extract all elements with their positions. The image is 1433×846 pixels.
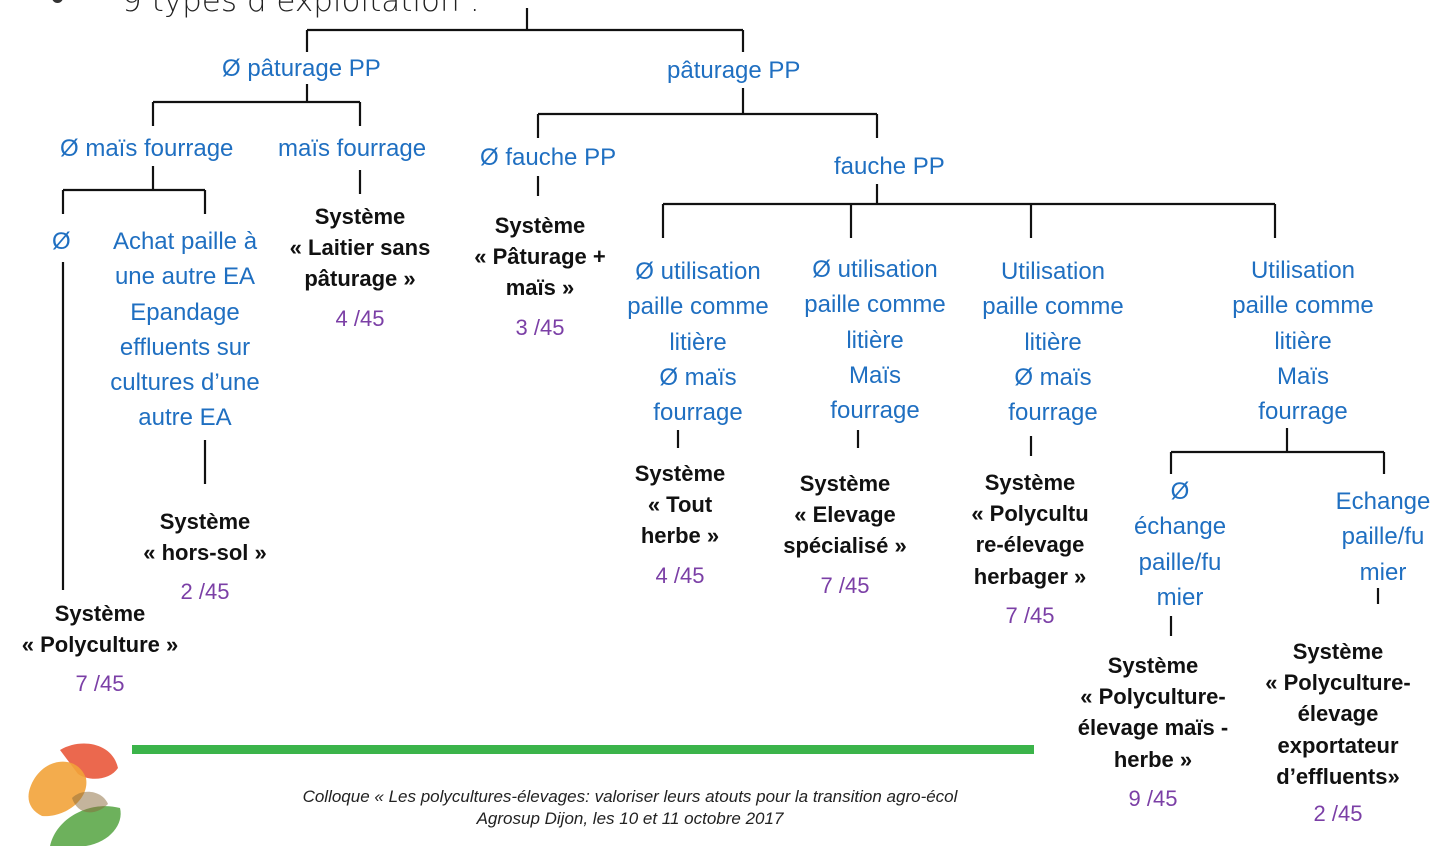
branch-no-mowing: Ø fauche PP xyxy=(480,144,617,171)
system-polyculture: Système« Polyculture » 7 /45 xyxy=(0,598,200,700)
system-count: 3 /45 xyxy=(515,314,565,340)
system-mixed-maize-grass: Système« Polyculture-élevage maïs -herbe… xyxy=(1058,650,1248,814)
colloquium-logo xyxy=(28,743,121,846)
system-pasture-maize: Système« Pâturage +maïs » 3 /45 xyxy=(455,210,625,343)
system-count: 2 /45 xyxy=(180,579,230,605)
footer-line-2: Agrosup Dijon, les 10 et 11 octobre 2017 xyxy=(476,809,784,829)
system-count: 7 /45 xyxy=(1005,602,1055,628)
footer: Colloque « Les polycultures-élevages: va… xyxy=(200,786,1060,830)
system-count: 7 /45 xyxy=(820,572,870,598)
title-bullet xyxy=(52,0,63,3)
branch-mowing: fauche PP xyxy=(834,153,945,180)
system-count: 9 /45 xyxy=(1128,785,1178,811)
branch-pasture: pâturage PP xyxy=(667,57,801,84)
branch-no-maize: Ø maïs fourrage xyxy=(60,135,234,162)
system-count: 2 /45 xyxy=(1313,801,1363,827)
system-count: 7 /45 xyxy=(75,671,125,697)
footer-line-1: Colloque « Les polycultures-élevages: va… xyxy=(302,787,958,806)
branch-maize: maïs fourrage xyxy=(278,135,427,162)
system-count: 4 /45 xyxy=(655,562,705,588)
branch-no-pasture: Ø pâturage PP xyxy=(222,55,381,82)
branch-none: Ø xyxy=(52,228,71,255)
page-title: 9 types d’exploitation : xyxy=(122,0,480,19)
system-count: 4 /45 xyxy=(335,305,385,331)
system-hors-sol: Système« hors-sol » 2 /45 xyxy=(105,506,305,608)
